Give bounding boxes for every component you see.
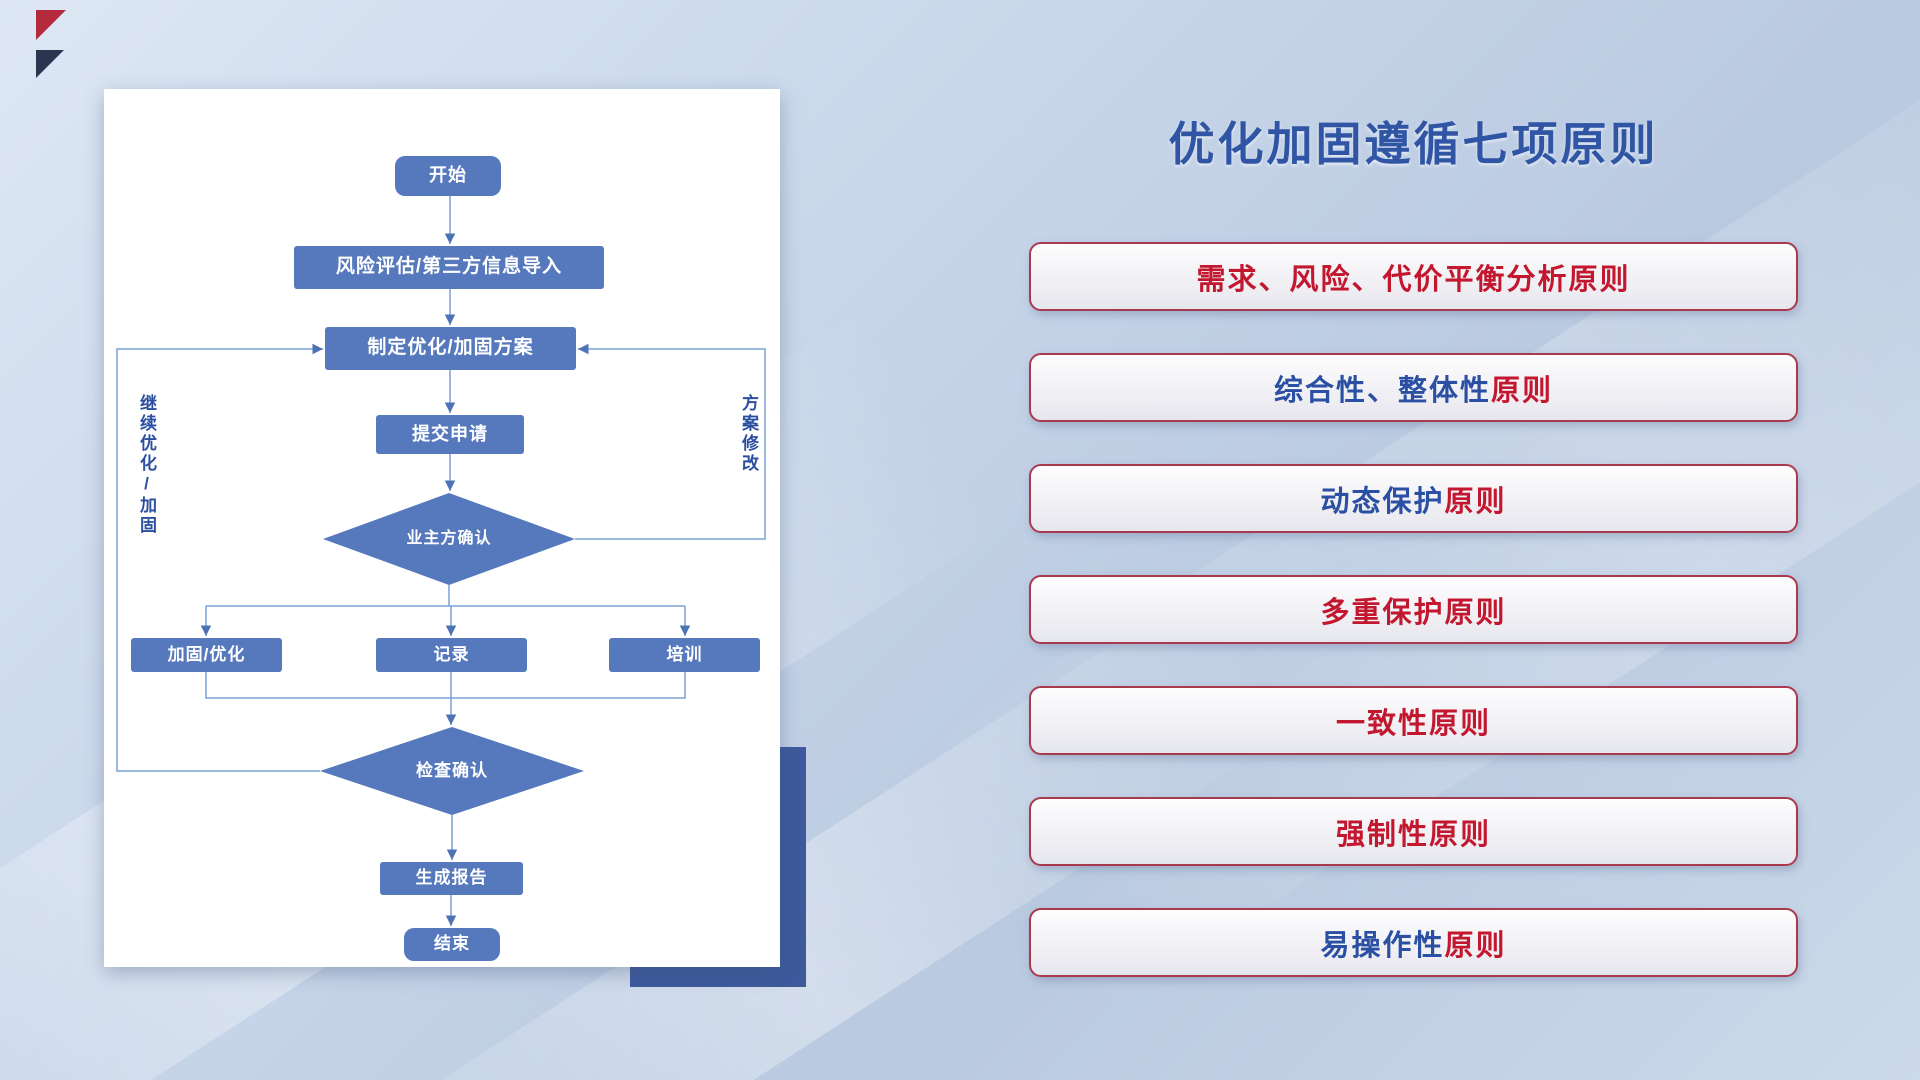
flow-node-start: 开始: [395, 156, 501, 196]
principle-text-segment: 强制性原则: [1335, 818, 1491, 851]
principle-text-segment: 一致性原则: [1335, 707, 1491, 740]
principle-text-segment: 原则: [1491, 374, 1554, 407]
principle-item-3: 动态保护原则: [1029, 464, 1798, 533]
flowchart-card: 开始 风险评估/第三方信息导入 制定优化/加固方案 提交申请 业主方确认 加固/…: [104, 89, 780, 967]
corner-accent-red-icon: [36, 10, 66, 40]
flow-edge-label-plan-revision: 方案修改: [739, 394, 758, 474]
flow-node-submit-application: 提交申请: [376, 415, 524, 454]
flow-node-make-plan: 制定优化/加固方案: [325, 327, 576, 370]
principle-text-segment: 动态保护: [1320, 485, 1445, 518]
page-title: 优化加固遵循七项原则: [1168, 118, 1659, 170]
flow-node-generate-report: 生成报告: [380, 862, 523, 895]
principle-item-2: 综合性、整体性原则: [1029, 353, 1798, 422]
principle-item-5: 一致性原则: [1029, 686, 1798, 755]
principle-text-segment: 需求、风险、代价平衡分析原则: [1196, 263, 1631, 296]
principles-list: 需求、风险、代价平衡分析原则综合性、整体性原则动态保护原则多重保护原则一致性原则…: [1029, 242, 1798, 1019]
principle-text-segment: 综合性、整体性: [1273, 374, 1491, 407]
flow-node-training: 培训: [609, 638, 760, 672]
flow-node-end: 结束: [404, 928, 500, 961]
principle-item-7: 易操作性原则: [1029, 908, 1798, 977]
flow-node-reinforce-optimize: 加固/优化: [131, 638, 282, 672]
principle-item-6: 强制性原则: [1029, 797, 1798, 866]
principle-text-segment: 易操作性: [1320, 929, 1445, 962]
flow-node-risk-assessment: 风险评估/第三方信息导入: [294, 246, 604, 289]
principle-text-segment: 原则: [1444, 929, 1507, 962]
principle-text-segment: 多重保护原则: [1320, 596, 1507, 629]
principle-item-1: 需求、风险、代价平衡分析原则: [1029, 242, 1798, 311]
flow-edge-label-continue-optimize: 继续优化/加固: [137, 394, 156, 536]
principle-item-4: 多重保护原则: [1029, 575, 1798, 644]
flow-node-record: 记录: [376, 638, 527, 672]
corner-accent-navy-icon: [36, 50, 64, 78]
principle-text-segment: 原则: [1444, 485, 1507, 518]
